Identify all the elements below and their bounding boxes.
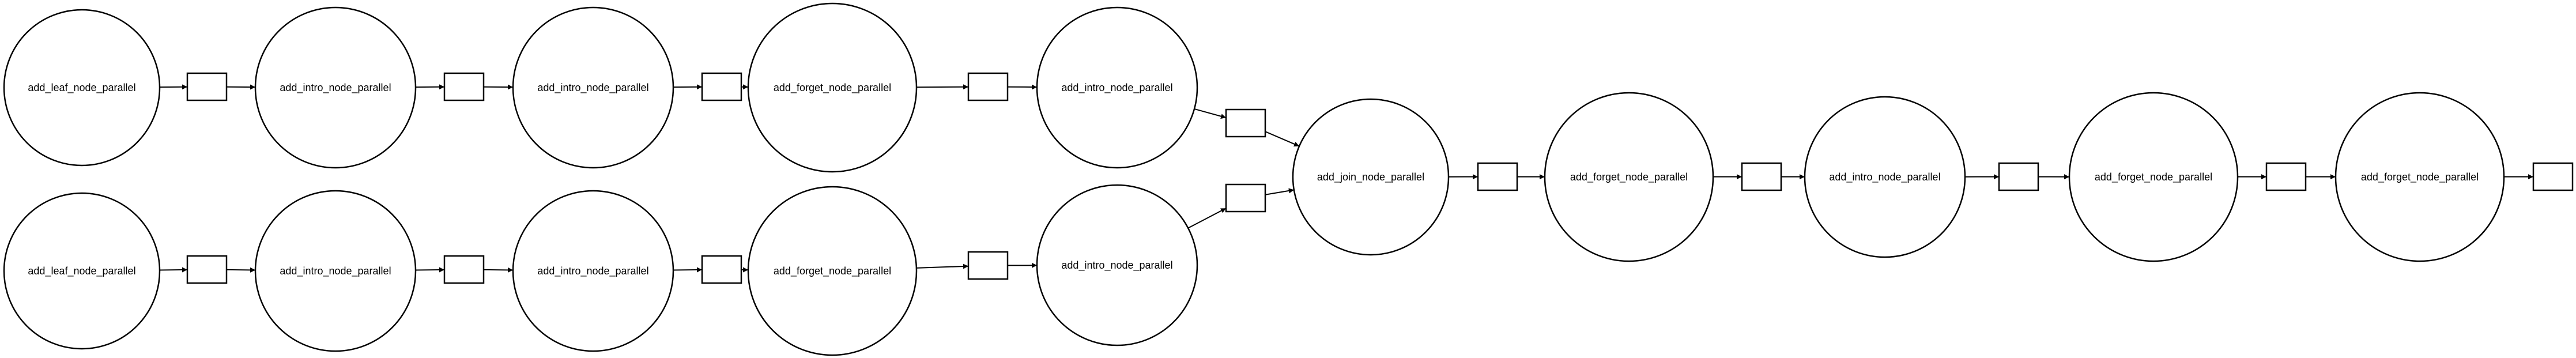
node-circle bbox=[512, 190, 674, 352]
node-label: add_intro_node_parallel bbox=[1829, 171, 1940, 183]
node-label: add_forget_node_parallel bbox=[1570, 171, 1688, 183]
node-circle bbox=[254, 190, 417, 352]
node-circle bbox=[1544, 92, 1714, 262]
intermediate-box-b3 bbox=[701, 72, 742, 101]
intermediate-box-b5 bbox=[1225, 108, 1266, 138]
node-label: add_intro_node_parallel bbox=[537, 265, 648, 277]
node-circle bbox=[1036, 6, 1198, 169]
node-intro2b: add_intro_node_parallel bbox=[512, 190, 674, 352]
node-circle bbox=[747, 2, 918, 173]
intermediate-box-b2 bbox=[443, 72, 485, 101]
edge-intro1c-to-b5 bbox=[1194, 108, 1227, 119]
node-label: add_intro_node_parallel bbox=[1061, 259, 1172, 272]
node-circle bbox=[2334, 92, 2505, 262]
node-label: add_intro_node_parallel bbox=[280, 82, 391, 94]
node-circle bbox=[3, 9, 161, 167]
intermediate-box-b4 bbox=[967, 72, 1009, 101]
intermediate-box-b7 bbox=[443, 255, 485, 284]
node-intro1a: add_intro_node_parallel bbox=[254, 6, 417, 169]
node-label: add_join_node_parallel bbox=[1317, 171, 1424, 183]
edge-b10-to-join bbox=[1265, 188, 1295, 195]
node-intro3: add_intro_node_parallel bbox=[1804, 96, 1966, 258]
intermediate-box-b8 bbox=[701, 255, 742, 284]
node-forget3: add_forget_node_parallel bbox=[1544, 92, 1714, 262]
intermediate-box-b12 bbox=[1741, 162, 1782, 191]
nodes: add_leaf_node_parallel add_intro_node_par… bbox=[3, 2, 2574, 356]
intermediate-box-b15 bbox=[2532, 162, 2574, 191]
intermediate-box-b6 bbox=[186, 255, 228, 284]
node-label: add_forget_node_parallel bbox=[2361, 171, 2479, 183]
node-leaf1: add_leaf_node_parallel bbox=[3, 9, 161, 167]
node-circle bbox=[254, 6, 417, 169]
node-label: add_intro_node_parallel bbox=[280, 265, 391, 277]
node-intro2a: add_intro_node_parallel bbox=[254, 190, 417, 352]
node-label: add_forget_node_parallel bbox=[2095, 171, 2212, 183]
intermediate-box-b1 bbox=[186, 72, 228, 101]
intermediate-box-b13 bbox=[1998, 162, 2039, 191]
intermediate-box-b10 bbox=[1225, 183, 1266, 213]
node-forget5: add_forget_node_parallel bbox=[2334, 92, 2505, 262]
node-label: add_intro_node_parallel bbox=[537, 82, 648, 94]
node-label: add_leaf_node_parallel bbox=[28, 265, 135, 277]
node-label: add_forget_node_parallel bbox=[774, 265, 891, 277]
node-intro1c: add_intro_node_parallel bbox=[1036, 6, 1198, 169]
node-forget1: add_forget_node_parallel bbox=[747, 2, 918, 173]
edges bbox=[159, 84, 2534, 273]
node-circle bbox=[2068, 92, 2239, 262]
intermediate-box-b14 bbox=[2265, 162, 2307, 191]
node-intro2c: add_intro_node_parallel bbox=[1036, 184, 1198, 346]
edge-forget2-to-b9 bbox=[916, 263, 969, 269]
node-leaf2: add_leaf_node_parallel bbox=[3, 192, 161, 350]
node-circle bbox=[3, 192, 161, 350]
node-circle bbox=[747, 186, 918, 356]
node-intro1b: add_intro_node_parallel bbox=[512, 6, 674, 169]
intermediate-box-b11 bbox=[1477, 162, 1518, 191]
node-forget2: add_forget_node_parallel bbox=[747, 186, 918, 356]
intermediate-box-b9 bbox=[967, 251, 1009, 280]
edge-b5-to-join bbox=[1265, 131, 1300, 147]
node-label: add_intro_node_parallel bbox=[1061, 82, 1172, 94]
edge-forget1-to-b4 bbox=[916, 84, 969, 90]
edge-intro2c-to-b10 bbox=[1187, 208, 1227, 229]
node-circle bbox=[512, 6, 674, 169]
node-circle bbox=[1804, 96, 1966, 258]
node-label: add_forget_node_parallel bbox=[774, 82, 891, 94]
node-circle bbox=[1036, 184, 1198, 346]
node-label: add_leaf_node_parallel bbox=[28, 82, 135, 94]
node-join: add_join_node_parallel bbox=[1292, 98, 1450, 256]
node-circle bbox=[1292, 98, 1450, 256]
node-forget4: add_forget_node_parallel bbox=[2068, 92, 2239, 262]
